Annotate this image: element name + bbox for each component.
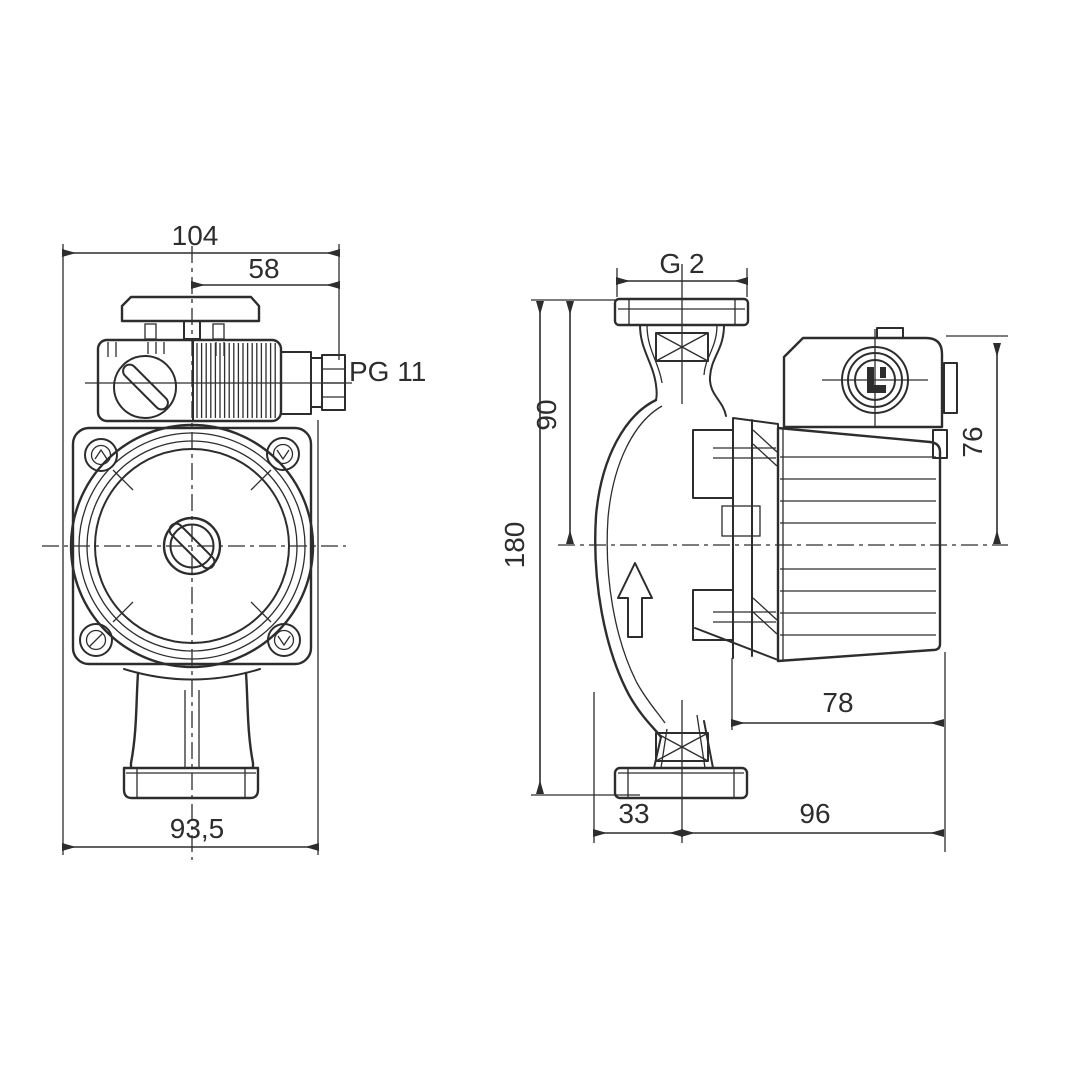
- neck-bottom-right-inner: [696, 714, 706, 769]
- volute-inner: [606, 405, 666, 724]
- port-flange-top-caps: [628, 299, 736, 325]
- flow-direction-arrow: [617, 562, 653, 638]
- vent-plug-inner: [169, 523, 215, 569]
- pipe-leg-right: [244, 671, 255, 770]
- motor-housing-ring3: [86, 440, 298, 652]
- motor-end-tab: [932, 429, 948, 459]
- motor-housing-outer: [69, 423, 315, 669]
- dim-label-104: 104: [172, 220, 219, 251]
- speed-knob-slot: [122, 363, 169, 411]
- plate-chamfers: [112, 469, 272, 623]
- neck-top-left-inner: [646, 324, 663, 384]
- terminal-box-side: [782, 336, 944, 429]
- terminal-box-cap: [876, 327, 904, 339]
- motor-flange-plate: [71, 426, 313, 666]
- dim-label-90: 90: [531, 399, 562, 430]
- terminal-box-ribs: [196, 343, 276, 418]
- knob-crosshair: [822, 329, 928, 426]
- top-bar: [120, 295, 261, 323]
- dim-label-180: 180: [499, 522, 530, 569]
- vent-plug-outer: [162, 516, 222, 576]
- neck-bottom-left-inner: [660, 728, 668, 769]
- side-view: G 2 90 180 76 78 33 96: [499, 248, 1008, 852]
- volute-outer: [594, 398, 663, 739]
- motor-ribs: [780, 456, 936, 636]
- front-view: 104 58 93,5 PG 11: [42, 220, 426, 860]
- speed-knob-front: [113, 355, 177, 419]
- terminal-box-front: [96, 338, 283, 423]
- stem-tab-right: [212, 323, 225, 340]
- port-flange-bottom: [613, 766, 749, 800]
- neck-top-right: [708, 324, 727, 417]
- terminal-screws: [107, 342, 225, 357]
- flange-screw-top-right: [266, 437, 300, 471]
- terminal-box-side-tab: [943, 362, 958, 414]
- vent-plug-slot: [168, 522, 216, 570]
- port-flange-bottom-caps: [627, 768, 735, 798]
- flange-screw-bottom-right: [267, 623, 301, 657]
- gasket-symbol-top: [655, 332, 709, 362]
- dim-label-33: 33: [618, 798, 649, 829]
- dim-label-93-5: 93,5: [170, 813, 225, 844]
- union-flange-caps: [136, 768, 246, 798]
- dim-label-78: 78: [822, 687, 853, 718]
- dim-label-96: 96: [799, 798, 830, 829]
- dim-label-58: 58: [248, 253, 279, 284]
- dim-label-76: 76: [957, 426, 988, 457]
- neck-bottom-right: [703, 720, 714, 769]
- pipe-leg-left: [129, 671, 140, 770]
- dim-label-g2: G 2: [659, 248, 704, 279]
- pipe-inner-lines: [184, 690, 200, 768]
- motor-housing-ring2: [78, 432, 306, 660]
- flange-screw-bottom-left: [79, 623, 113, 657]
- motor-body: [776, 426, 942, 663]
- union-flange: [122, 766, 260, 800]
- neck-bottom-left: [653, 736, 662, 769]
- neck-top-left: [639, 324, 658, 401]
- stem-tab-left: [144, 323, 157, 340]
- motor-clamp-plate: [692, 417, 779, 661]
- neck-top-right-inner: [703, 324, 718, 376]
- motor-housing-face: [94, 448, 290, 644]
- label-pg11: PG 11: [349, 356, 426, 387]
- port-flange-top: [613, 297, 750, 327]
